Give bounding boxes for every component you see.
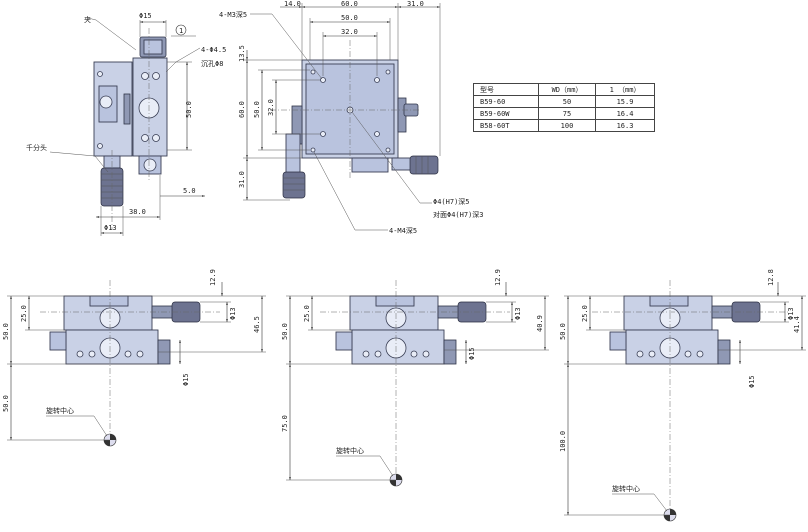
cell-dim1: 16.4	[595, 107, 655, 120]
dim-13-5-label: 13.5	[238, 45, 246, 62]
m3-hole	[374, 77, 380, 83]
sv1-dim-top: 12.9	[209, 269, 217, 286]
tap-m3-label: 4-M3深5	[219, 10, 247, 19]
dim-60-v-label: 60.0	[238, 101, 246, 118]
table-row: B59-60W 75 16.4	[473, 107, 655, 120]
m3-hole	[374, 131, 380, 137]
m4-hole	[385, 147, 391, 153]
dim-50-v-label: 50.0	[253, 101, 261, 118]
dim-60-label: 60.0	[341, 0, 358, 8]
cell-model: B59-60W	[473, 107, 539, 120]
m3-hole	[320, 131, 326, 137]
dim-31-v-label: 31.0	[238, 171, 246, 188]
mount-hole	[141, 72, 149, 80]
sv2-dim-top: 12.9	[494, 269, 502, 286]
top-view: 4-M3深5 14.0 60.0 31.0 50.0 32.0 13.5 60.…	[219, 0, 484, 235]
header-dim1: 1 （mm）	[595, 83, 655, 96]
sv1-dim-wd: 50.0	[2, 395, 10, 412]
sv3-dim-15: Φ15	[748, 375, 756, 388]
dim-31-label: 31.0	[407, 0, 424, 8]
sv2-dim-total: 40.9	[536, 315, 544, 332]
sv1-dim-25: 25.0	[20, 305, 28, 322]
screw-hole	[97, 143, 103, 149]
m4-hole	[310, 147, 316, 153]
dim-32-top-label: 32.0	[341, 28, 358, 36]
counterbore-label: 沉孔Φ8	[201, 60, 223, 68]
table-row: B58-60T 100 16.3	[473, 119, 655, 132]
pin-hole-label: Φ4(H7)深5	[433, 197, 470, 206]
micrometer-thimble-x	[409, 155, 439, 175]
pin-hole-back-label: 对面Φ4(H7)深3	[433, 210, 484, 219]
mount-hole	[152, 134, 160, 142]
sv3-dim-wd: 100.0	[559, 431, 567, 452]
side-view-3: 12.8 25.0 50.0 Φ13 41.4 Φ15 100.0 旋转中心	[559, 269, 806, 522]
sv1-dim-15: Φ15	[182, 373, 190, 386]
sv1-center-label: 旋转中心	[46, 406, 74, 415]
mount-hole	[141, 134, 149, 142]
m4-hole	[385, 69, 391, 75]
sv3-center-label: 旋转中心	[612, 484, 640, 493]
side-view-2: 12.9 25.0 50.0 Φ13 40.9 Φ15 75.0 旋转中心	[281, 269, 549, 487]
clamp-label: 夹	[84, 15, 91, 24]
dim-38-label: 38.0	[129, 208, 146, 216]
cell-wd: 75	[538, 107, 596, 120]
tap-m4-label: 4-M4深5	[389, 226, 417, 235]
screw-hole	[97, 71, 103, 77]
front-view: 夹 Φ15 1 4-Φ4.5 沉孔Φ8 50.0 千分头 5.0 38.0 Φ1…	[26, 12, 226, 236]
cell-dim1: 16.3	[595, 119, 655, 132]
sv3-dim-25: 25.0	[581, 305, 589, 322]
spec-table: 型号 WD（mm） 1 （mm） B59-60 50 15.9 B59-60W …	[473, 83, 655, 132]
sv2-dim-15: Φ15	[468, 347, 476, 360]
sv1-dim-13: Φ13	[229, 307, 237, 320]
cell-model: B58-60T	[473, 119, 539, 132]
clamp-knob-cap	[143, 39, 163, 55]
dia13-label: Φ13	[104, 224, 117, 232]
cell-model: B59-60	[473, 95, 539, 108]
sv3-dim-50: 50.0	[559, 323, 567, 340]
lower-bore	[143, 158, 157, 172]
sv1-dim-50: 50.0	[2, 323, 10, 340]
side-view-1: 12.9 25.0 50.0 Φ13 46.5 Φ15 50.0 旋转中心	[2, 269, 266, 447]
lower-block	[351, 157, 389, 173]
dim-5-label: 5.0	[183, 187, 196, 195]
micrometer-thimble-y	[282, 171, 306, 199]
top-clamp	[89, 295, 129, 307]
spec-table-header: 型号 WD（mm） 1 （mm）	[473, 83, 655, 96]
micrometer-label: 千分头	[26, 143, 47, 152]
mount-hole	[152, 72, 160, 80]
sv3-dim-13: Φ13	[787, 307, 795, 320]
circle-1-label: 1	[179, 27, 183, 35]
cell-wd: 50	[538, 95, 596, 108]
sv2-dim-25: 25.0	[303, 305, 311, 322]
dim-32-v-label: 32.0	[267, 99, 275, 116]
dia15-label: Φ15	[139, 12, 152, 20]
sv3-dim-total: 41.4	[793, 316, 801, 333]
cell-dim1: 15.9	[595, 95, 655, 108]
micrometer-sleeve-y	[285, 133, 301, 179]
sv2-center-label: 旋转中心	[336, 446, 364, 455]
header-model: 型号	[473, 83, 539, 96]
sv2-dim-13: Φ13	[514, 307, 522, 320]
sv2-dim-wd: 75.0	[281, 415, 289, 432]
rail	[123, 93, 131, 125]
cell-wd: 100	[538, 119, 596, 132]
hole-spec-label: 4-Φ4.5	[201, 46, 226, 54]
dim-50-top-label: 50.0	[341, 14, 358, 22]
sv1-dim-total: 46.5	[253, 316, 261, 333]
sv2-dim-50: 50.0	[281, 323, 289, 340]
adjust-hole	[99, 95, 113, 109]
header-wd: WD（mm）	[538, 83, 596, 96]
m4-hole	[310, 69, 316, 75]
table-row: B59-60 50 15.9	[473, 95, 655, 108]
micrometer-sleeve-x	[391, 157, 413, 171]
dim-14-label: 14.0	[284, 0, 301, 8]
dim-50-label: 50.0	[185, 101, 193, 118]
sv3-dim-top: 12.8	[767, 269, 775, 286]
